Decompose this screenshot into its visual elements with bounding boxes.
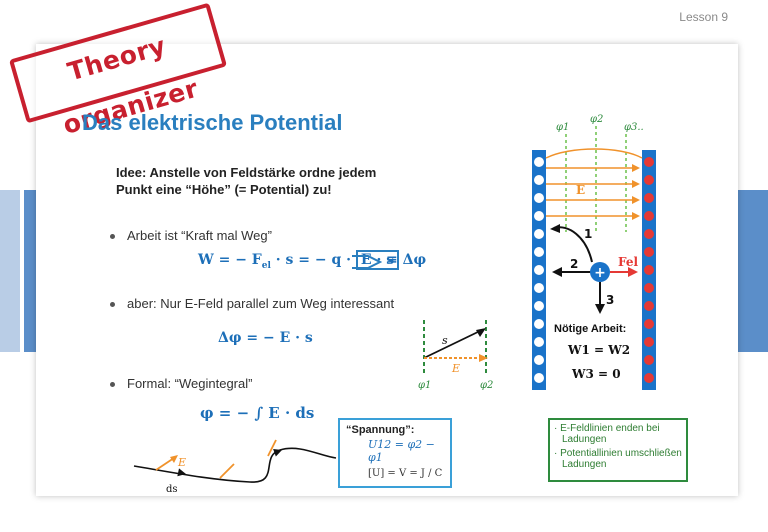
bullet-dot bbox=[110, 382, 115, 388]
delta-phi-formula: Δφ = − E · s bbox=[218, 330, 313, 346]
idea-text: Idee: Anstelle von Feldstärke ordne jede… bbox=[116, 165, 377, 197]
work-formula-rest: · s = − q · bbox=[270, 252, 356, 268]
note-item: · Potentiallinien umschließen Ladungen bbox=[554, 448, 682, 470]
capacitor-diagram: φ1 φ2 φ3.. E bbox=[532, 114, 656, 390]
test-charge-sign: + bbox=[594, 265, 606, 281]
work-formula-sub: el bbox=[261, 260, 271, 271]
slide-title: Das elektrische Potential bbox=[82, 110, 343, 135]
spannung-title: “Spannung”: bbox=[346, 424, 415, 436]
arrow-label-3: 3 bbox=[606, 293, 614, 307]
bullet-dot bbox=[110, 302, 115, 308]
spannung-unit: [U] = V = J / C bbox=[368, 468, 443, 479]
work-eq-2: W3 = 0 bbox=[571, 367, 621, 381]
bullet-text: Arbeit ist “Kraft mal Weg” bbox=[127, 228, 272, 243]
notes-box: · E-Feldlinien enden bei Ladungen · Pote… bbox=[548, 418, 688, 482]
spannung-equation: U12 = φ2 − φ1 bbox=[368, 438, 435, 464]
field-e-label: E bbox=[576, 183, 585, 197]
fel-label: Fel bbox=[618, 255, 638, 269]
work-formula-part: W = − F bbox=[198, 252, 262, 268]
path-curve-figure: E ds bbox=[133, 439, 337, 495]
phi2-cap-label: φ2 bbox=[590, 114, 603, 125]
note-item: · E-Feldlinien enden bei Ladungen bbox=[554, 423, 660, 445]
integral-formula: φ = − ∫ E · ds bbox=[200, 404, 315, 422]
left-accent-bar-light bbox=[0, 190, 20, 352]
test-charge bbox=[590, 262, 610, 282]
curve-ds-label: ds bbox=[166, 484, 178, 495]
bullet-formal: Formal: “Wegintegral” bbox=[110, 376, 252, 391]
curve-e-label: E bbox=[177, 456, 186, 469]
left-accent-bar-dark bbox=[24, 190, 36, 352]
spannung-box: “Spannung”: U12 = φ2 − φ1 [U] = V = J / … bbox=[338, 418, 452, 488]
work-title: Nötige Arbeit: bbox=[554, 323, 626, 335]
lesson-label: Lesson 9 bbox=[679, 10, 728, 24]
bullet-dot bbox=[110, 234, 115, 240]
bullet-parallel: aber: Nur E-Feld parallel zum Weg intere… bbox=[110, 296, 394, 311]
vector-figure: s E φ1 φ2 bbox=[418, 320, 493, 390]
note-text: E-Feldlinien enden bei Ladungen bbox=[560, 423, 660, 445]
phi3-cap-label: φ3.. bbox=[624, 122, 644, 133]
phi2-label: φ2 bbox=[480, 380, 493, 390]
note-text: Potentiallinien umschließen Ladungen bbox=[560, 448, 682, 470]
phi1-cap-label: φ1 bbox=[556, 122, 569, 133]
arrow-label-2: 2 bbox=[570, 257, 578, 271]
work-formula: W = − Fel · s = − q · E · s bbox=[198, 250, 400, 271]
equiv-delta-phi: ≡ Δφ bbox=[386, 252, 427, 268]
bullet-work: Arbeit ist “Kraft mal Weg” bbox=[110, 228, 272, 243]
bullet-text: aber: Nur E-Feld parallel zum Weg intere… bbox=[127, 296, 395, 311]
arrow-label-1: 1 bbox=[584, 227, 592, 241]
callout-arrow bbox=[352, 255, 382, 269]
s-vector-label: s bbox=[442, 334, 448, 347]
phi1-label: φ1 bbox=[418, 380, 431, 390]
right-accent-bar bbox=[738, 190, 768, 352]
bullet-text: Formal: “Wegintegral” bbox=[127, 376, 253, 391]
work-eq-1: W1 = W2 bbox=[567, 343, 630, 357]
e-vector-label: E bbox=[451, 362, 460, 375]
theory-organizer-stamp: Theory organizer bbox=[8, 2, 228, 140]
